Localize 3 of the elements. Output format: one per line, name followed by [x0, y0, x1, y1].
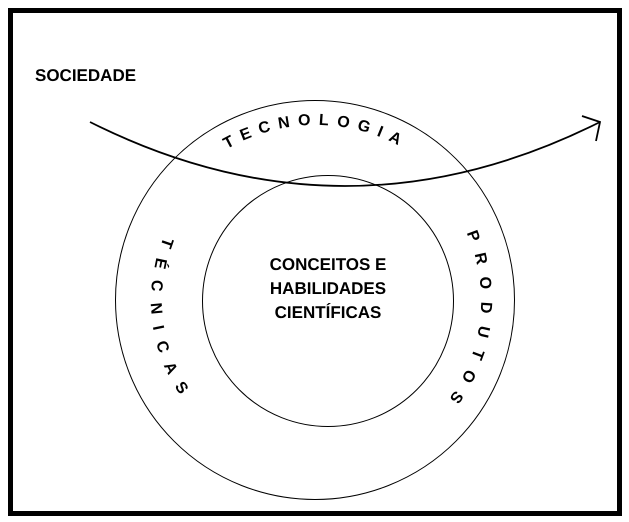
center-label: CONCEITOS E HABILIDADES CIENTÍFICAS — [268, 254, 388, 324]
region-label: SOCIEDADE — [35, 65, 136, 87]
frame-box — [8, 8, 622, 516]
